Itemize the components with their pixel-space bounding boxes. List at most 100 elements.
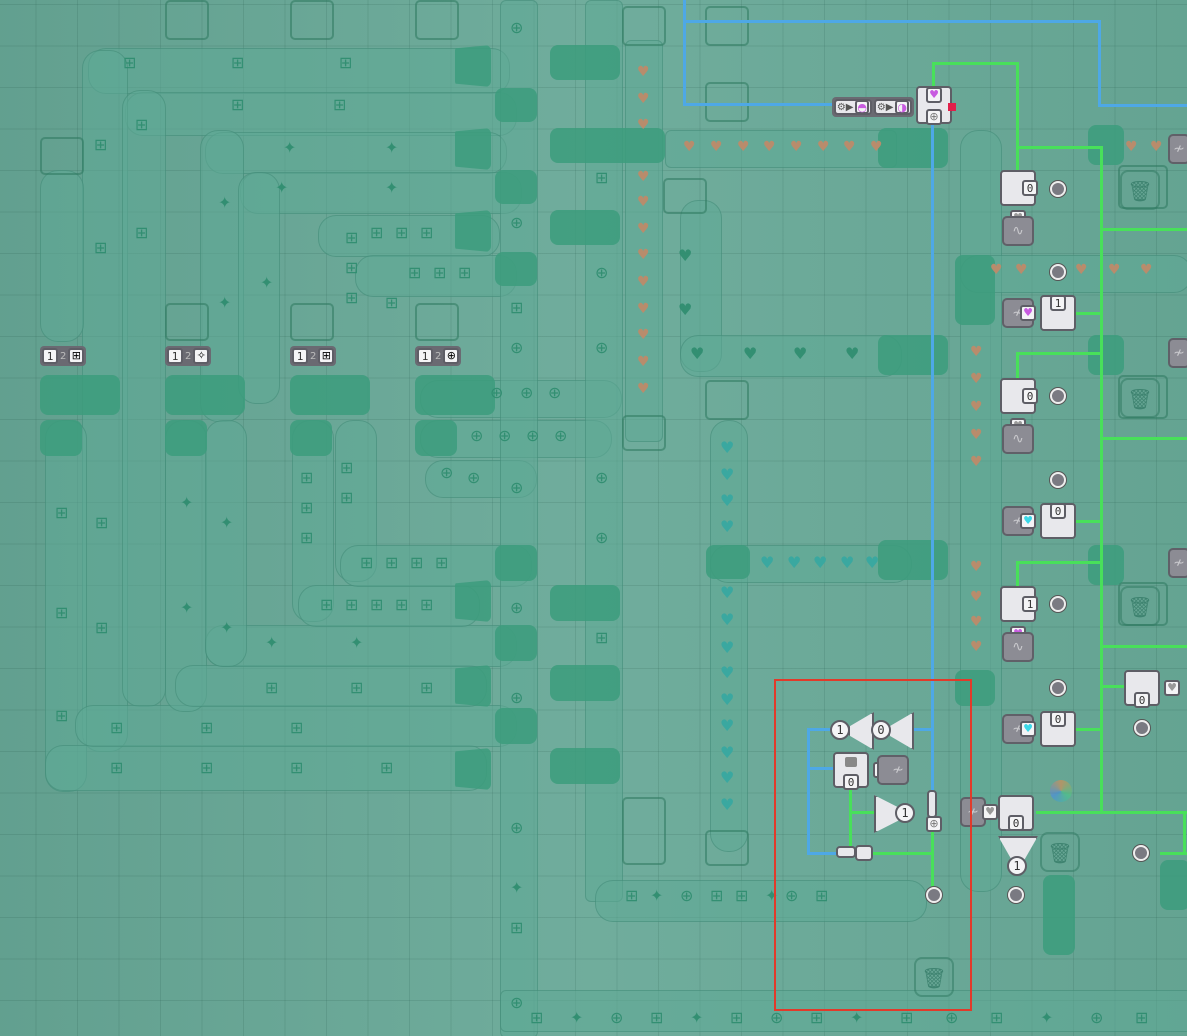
logic-wire[interactable]: [1100, 228, 1187, 231]
logic-wire[interactable]: [932, 62, 1019, 65]
logic-wire[interactable]: [1076, 312, 1102, 315]
extractor-slot[interactable]: [705, 82, 749, 122]
sensor-unit[interactable]: ≁: [1168, 338, 1187, 368]
logic-wire[interactable]: [1160, 852, 1187, 855]
sensor-unit[interactable]: ∿: [1002, 216, 1034, 246]
logic-wire[interactable]: [1076, 728, 1102, 731]
extractor-slot[interactable]: [165, 0, 209, 40]
item-brown-cluster: ♥: [683, 139, 696, 155]
logic-wire[interactable]: [1016, 62, 1019, 172]
extractor-slot[interactable]: [290, 303, 334, 341]
logic-wire[interactable]: [1036, 811, 1187, 814]
logic-wire[interactable]: [849, 790, 852, 848]
item-brown-cluster: ♥: [763, 139, 776, 155]
junction-node[interactable]: [1050, 596, 1066, 612]
sensor-unit[interactable]: ≁: [1168, 548, 1187, 578]
junction-node[interactable]: [1050, 472, 1066, 488]
belt-loop: [88, 48, 510, 94]
extractor-slot[interactable]: [663, 178, 707, 214]
junction-node[interactable]: [926, 887, 942, 903]
logic-wire[interactable]: [872, 852, 934, 855]
logic-wire[interactable]: [807, 728, 810, 854]
belt-main: [960, 255, 1187, 293]
logic-wire[interactable]: [1016, 146, 1103, 149]
item-circle-cross: ⊕: [595, 528, 609, 547]
junction-node[interactable]: [1050, 181, 1066, 197]
logic-wire[interactable]: [931, 832, 934, 888]
extractor-slot[interactable]: [415, 303, 459, 341]
logic-wire[interactable]: [683, 20, 1101, 23]
ghost-machine: [495, 252, 537, 286]
extractor-slot[interactable]: [705, 380, 749, 420]
item-star: ⊞: [350, 678, 364, 697]
extractor-slot[interactable]: [1118, 375, 1168, 419]
sensor-unit[interactable]: ∿: [1002, 632, 1034, 662]
trash-bin[interactable]: 🗑: [914, 957, 954, 997]
logic-wire[interactable]: [1016, 352, 1019, 378]
sensor-unit[interactable]: ∿: [1002, 424, 1034, 454]
logic-wire[interactable]: [807, 852, 837, 855]
item-circle-cross: ⊕: [510, 818, 524, 837]
storage-unit[interactable]: [1040, 711, 1076, 747]
item-filter-b[interactable]: ⚙▶ ◑: [874, 99, 912, 115]
item-star: ✦: [350, 633, 364, 652]
logic-wire[interactable]: [931, 125, 934, 795]
logic-wire[interactable]: [1183, 811, 1186, 854]
item-circle-cross: ⊕: [526, 426, 540, 445]
logic-wire[interactable]: [807, 728, 832, 731]
logic-wire[interactable]: [849, 811, 874, 814]
junction-node[interactable]: [1050, 680, 1066, 696]
ghost-machine: [878, 335, 948, 375]
logic-wire[interactable]: [1016, 561, 1103, 564]
splitter-label[interactable]: 1 2 ⊞: [40, 346, 87, 366]
junction-node[interactable]: [1133, 845, 1149, 861]
logic-wire[interactable]: [1016, 352, 1103, 355]
splitter-label[interactable]: 1 2 ⊞: [290, 346, 337, 366]
splitter-label[interactable]: 1 2 ✧: [165, 346, 212, 366]
extractor-slot[interactable]: [622, 797, 666, 865]
logic-wire[interactable]: [932, 62, 935, 90]
item-teal-cluster: ♥: [720, 438, 735, 457]
filter-chain[interactable]: ⚙▶ ◓ ⚙▶ ◑: [832, 97, 914, 117]
extractor-slot[interactable]: [705, 830, 749, 866]
item-brown-cluster: ♥: [737, 139, 750, 155]
logic-wire[interactable]: [1016, 561, 1019, 587]
logic-wire[interactable]: [1100, 685, 1125, 688]
extractor-slot[interactable]: [622, 415, 666, 451]
logic-wire[interactable]: [1100, 437, 1187, 440]
logic-wire[interactable]: [1098, 104, 1187, 107]
junction-node[interactable]: [1008, 887, 1024, 903]
logic-wire[interactable]: [1100, 146, 1103, 812]
logic-wire[interactable]: [908, 728, 933, 731]
trash-bin[interactable]: 🗑: [1120, 170, 1160, 210]
extractor-slot[interactable]: [705, 6, 749, 46]
logic-wire[interactable]: [1076, 520, 1102, 523]
junction-node[interactable]: [1134, 720, 1150, 736]
sensor-unit[interactable]: ≁: [877, 755, 909, 785]
selection-box[interactable]: [774, 679, 972, 1011]
junction-node[interactable]: [1050, 388, 1066, 404]
splitter-label[interactable]: 1 2 ⊕: [415, 346, 462, 366]
logic-wire[interactable]: [1098, 20, 1101, 107]
wire-connector[interactable]: [855, 845, 873, 861]
logic-wire[interactable]: [683, 103, 833, 106]
belt-loop: [125, 92, 517, 136]
item-filter-a[interactable]: ⚙▶ ◓: [834, 99, 872, 115]
logic-wire[interactable]: [683, 0, 686, 106]
trash-bin[interactable]: 🗑: [1040, 832, 1080, 872]
sensor-unit[interactable]: ≁: [1168, 134, 1187, 164]
extractor-slot[interactable]: [622, 6, 666, 46]
trash-bin[interactable]: 🗑: [1120, 378, 1160, 418]
item-brown-cluster: ♥: [870, 139, 883, 155]
logic-wire[interactable]: [807, 767, 835, 770]
junction-node[interactable]: [1050, 264, 1066, 280]
extractor-slot[interactable]: [40, 137, 84, 175]
extractor-slot[interactable]: [165, 303, 209, 341]
logic-wire[interactable]: [1100, 645, 1187, 648]
extractor-slot[interactable]: [290, 0, 334, 40]
item-brown-cluster: ♥: [970, 589, 983, 605]
trash-bin[interactable]: 🗑: [1120, 586, 1160, 626]
belt-loop: [298, 585, 480, 627]
extractor-slot[interactable]: [415, 0, 459, 40]
